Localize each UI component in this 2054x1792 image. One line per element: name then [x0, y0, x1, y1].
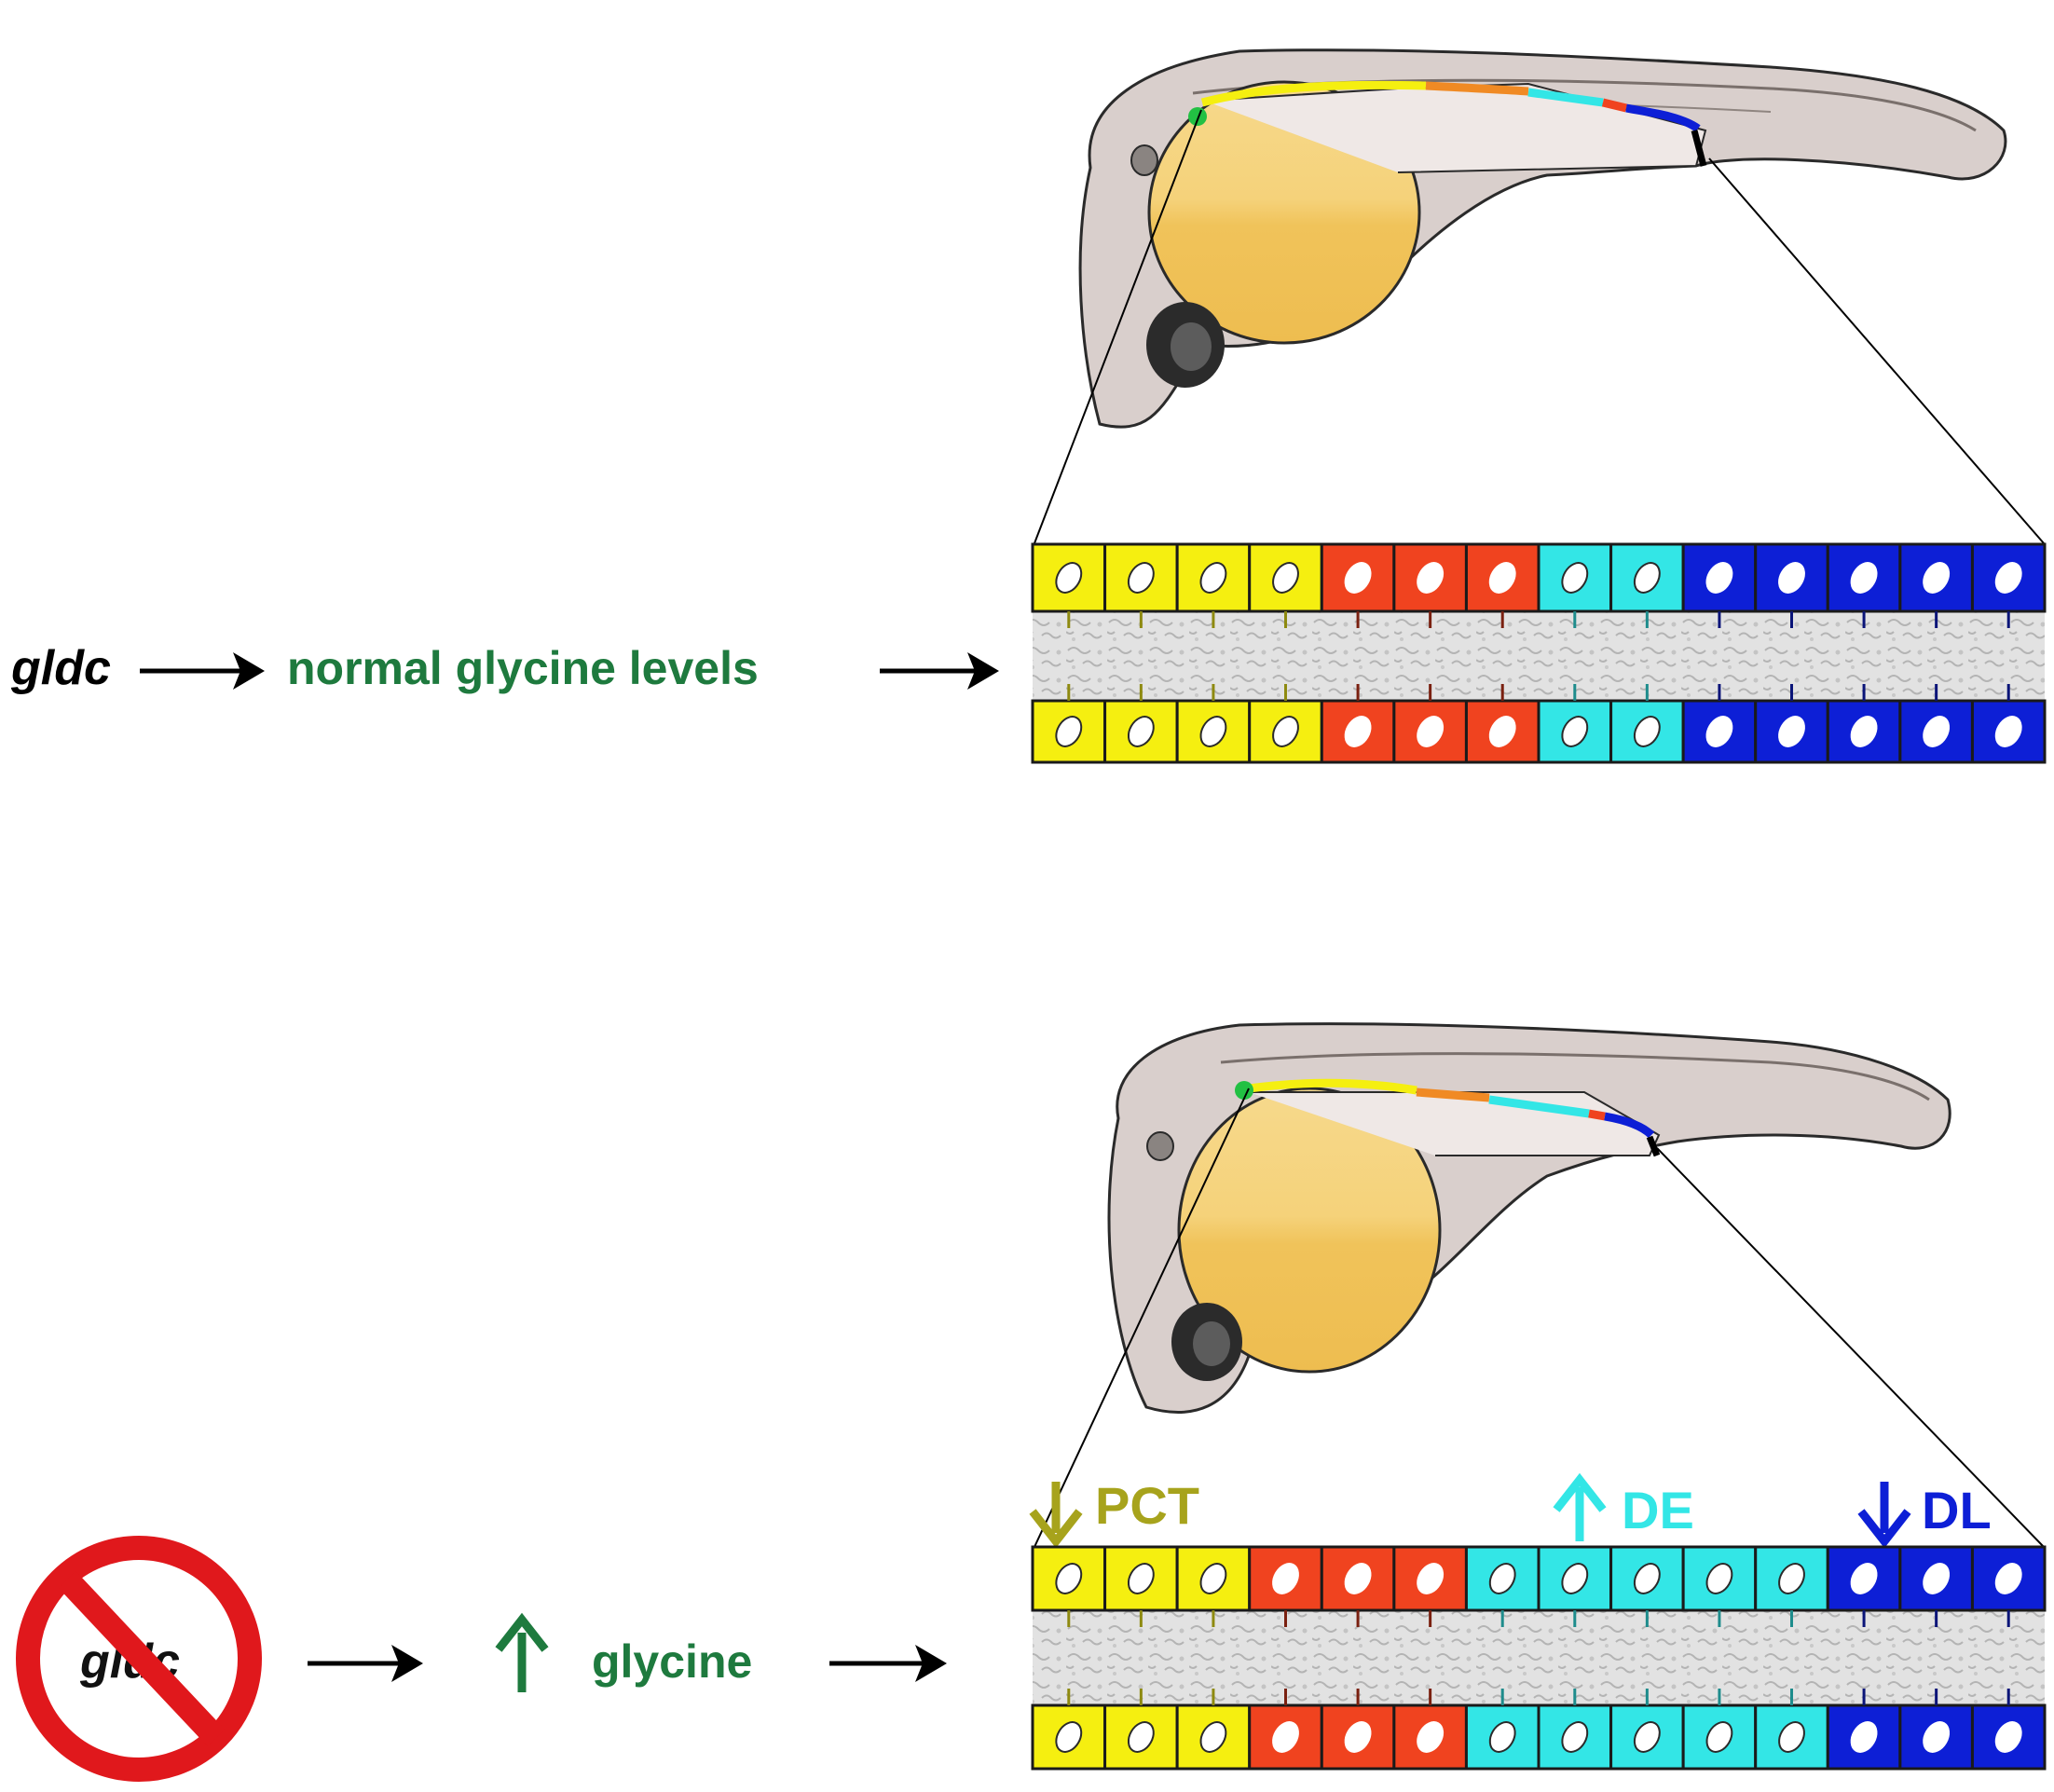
epithelial-cell-late_pct: [1320, 1689, 1396, 1771]
cell-row-lower: [1031, 1689, 2047, 1771]
zebrafish-embryo-icon: [1107, 1022, 1951, 1414]
epithelial-cell-late_pct: [1320, 542, 1396, 628]
epithelial-cell-late_pct: [1392, 542, 1468, 628]
arrow-up-icon: [1553, 1472, 1607, 1541]
epithelial-cell-dl: [1898, 1689, 1974, 1771]
zoom-line-right: [1656, 1147, 2045, 1548]
epithelial-cell-pct: [1175, 1689, 1252, 1771]
epithelial-cell-de: [1537, 542, 1613, 628]
epithelial-cell-late_pct: [1248, 1545, 1323, 1627]
cell-row-lower: [1031, 684, 2047, 764]
epithelial-cell-dl: [1970, 684, 2047, 764]
epithelial-cell-pct: [1103, 684, 1179, 764]
epithelial-cell-pct: [1103, 1545, 1179, 1627]
epithelial-cell-late_pct: [1248, 1689, 1323, 1771]
top-panel: gldc normal glycine levels: [10, 48, 2047, 764]
epithelial-cell-pct: [1175, 542, 1252, 628]
cell-row-upper: [1031, 1545, 2047, 1627]
epithelial-cell-pct: [1103, 542, 1179, 628]
epithelial-cell-de: [1464, 1545, 1540, 1627]
gene-label: gldc: [10, 641, 111, 695]
arrow-right-icon: [140, 652, 265, 690]
epithelial-cell-late_pct: [1392, 684, 1468, 764]
epithelial-cell-dl: [1754, 684, 1829, 764]
epithelial-cell-de: [1754, 1689, 1829, 1771]
epithelial-cell-pct: [1248, 684, 1323, 764]
epithelial-cell-pct: [1031, 1545, 1107, 1627]
result-label: glycine: [592, 1635, 752, 1688]
epithelial-cell-de: [1609, 1689, 1685, 1771]
epithelial-cell-de: [1681, 1545, 1758, 1627]
cell-row-upper: [1031, 542, 2047, 628]
epithelial-cell-dl: [1681, 684, 1758, 764]
zoom-line-left: [1034, 109, 1202, 544]
epithelial-cell-dl: [1898, 1545, 1974, 1627]
epithelial-cell-dl: [1826, 684, 1902, 764]
de-label: DE: [1553, 1472, 1694, 1541]
epithelial-cell-dl: [1970, 1545, 2047, 1627]
arrow-down-icon: [1857, 1482, 1911, 1549]
epithelial-cell-dl: [1970, 542, 2047, 628]
epithelial-cell-de: [1754, 1545, 1829, 1627]
epithelial-cell-dl: [1754, 542, 1829, 628]
epithelial-cell-dl: [1681, 542, 1758, 628]
dl-text: DL: [1922, 1481, 1992, 1539]
epithelial-cell-de: [1609, 684, 1685, 764]
epithelial-cell-pct: [1175, 684, 1252, 764]
result-label: normal glycine levels: [287, 642, 759, 694]
epithelial-cell-dl: [1826, 1689, 1902, 1771]
tubule-lumen: [1033, 1610, 2045, 1705]
pct-text: PCT: [1095, 1476, 1199, 1535]
bottom-panel: gldc glycine: [16, 1022, 2047, 1782]
arrow-up-icon: [495, 1612, 549, 1692]
arrow-right-icon: [829, 1645, 947, 1682]
epithelial-cell-de: [1609, 542, 1685, 628]
dl-label: DL: [1857, 1481, 1992, 1549]
epithelial-cell-late_pct: [1392, 1545, 1468, 1627]
pct-label: PCT: [1029, 1476, 1199, 1549]
zoom-line-left: [1034, 1088, 1250, 1548]
arrow-down-icon: [1029, 1482, 1083, 1549]
epithelial-cell-dl: [1898, 684, 1974, 764]
prohibition-icon: gldc: [16, 1536, 262, 1782]
epithelial-cell-de: [1609, 1545, 1685, 1627]
tubule-bottom: [1031, 1545, 2047, 1771]
zoom-line-right: [1708, 157, 2045, 544]
epithelial-cell-de: [1537, 684, 1613, 764]
epithelial-cell-pct: [1031, 684, 1107, 764]
epithelial-cell-pct: [1031, 1689, 1107, 1771]
epithelial-cell-dl: [1826, 1545, 1902, 1627]
tubule-lumen: [1033, 611, 2045, 701]
arrow-right-icon: [308, 1645, 423, 1682]
zebrafish-embryo-icon: [1078, 48, 2007, 429]
tubule-top: [1031, 542, 2047, 764]
epithelial-cell-dl: [1898, 542, 1974, 628]
epithelial-cell-pct: [1248, 542, 1323, 628]
epithelial-cell-dl: [1970, 1689, 2047, 1771]
epithelial-cell-late_pct: [1320, 684, 1396, 764]
arrow-right-icon: [880, 652, 999, 690]
de-text: DE: [1622, 1481, 1694, 1539]
